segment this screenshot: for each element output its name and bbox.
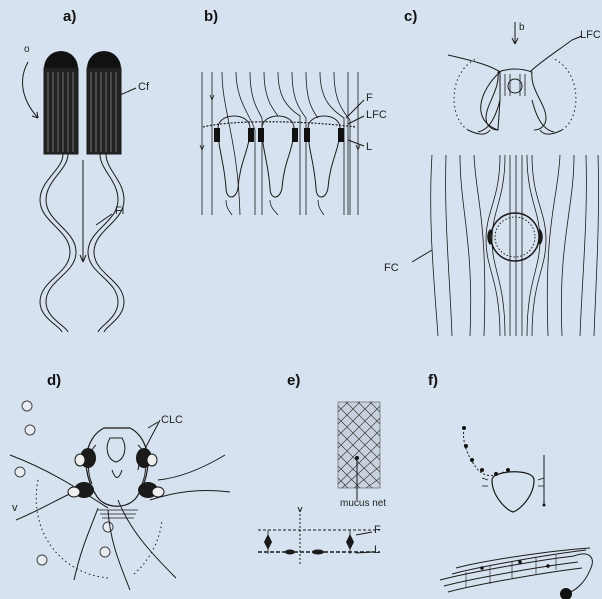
f-label-e: F: [374, 524, 381, 536]
mucus-net-label: mucus net: [340, 498, 386, 509]
cell-1: [218, 116, 250, 197]
fc-label: FC: [384, 262, 399, 274]
lfc-label-b: LFC: [366, 109, 387, 121]
cell-3: [308, 116, 340, 197]
particles: [15, 401, 113, 565]
panel-b-label: b): [204, 8, 218, 25]
lfc-label-c: LFC: [580, 29, 601, 41]
panel-d-drawing: [10, 401, 230, 590]
mucus-net: [338, 402, 380, 488]
panel-c-label: c): [404, 8, 417, 25]
cilium-right: [87, 51, 124, 332]
cilia-rods: [440, 548, 592, 594]
l-label-b: L: [366, 141, 372, 153]
cilium-left: [40, 51, 78, 332]
f-label-b: F: [366, 92, 373, 104]
panel-e-drawing: [258, 402, 380, 565]
panel-e-label: e): [287, 372, 300, 389]
panel-f-label: f): [428, 372, 438, 389]
l-label-e: L: [374, 544, 380, 556]
cf-label: Cf: [138, 81, 149, 93]
rotation-o-label: o: [24, 44, 30, 55]
panel-f-drawing: [440, 426, 592, 599]
panel-b-drawing: [200, 72, 364, 215]
v-label: v: [12, 502, 18, 514]
fl-label: Fl: [115, 205, 124, 217]
panel-a-drawing: [23, 51, 136, 332]
panel-d-label: d): [47, 372, 61, 389]
cell-2: [262, 116, 294, 197]
panel-c-drawing: [412, 22, 599, 336]
b-label-c: b: [519, 22, 525, 33]
clc-label: CLC: [161, 414, 183, 426]
panel-a-label: a): [63, 8, 76, 25]
rotation-arrow: [23, 62, 38, 118]
